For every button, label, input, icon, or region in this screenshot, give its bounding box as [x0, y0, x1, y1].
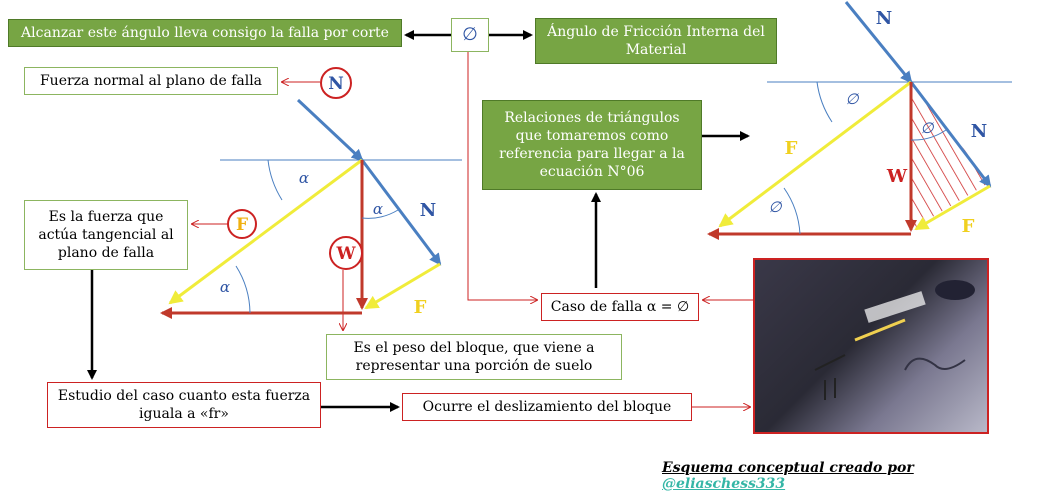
credit-handle[interactable]: @eliaschess333 — [662, 476, 786, 492]
box-phi-symbol: ∅ — [451, 18, 489, 52]
right-phi-arc-top — [816, 81, 833, 123]
left-alpha-arc-top — [267, 159, 283, 201]
right-f-component — [914, 184, 991, 231]
box-shear-failure: Alcanzar este ángulo lleva consigo la fa… — [8, 19, 402, 47]
left-alpha-top: α — [299, 169, 309, 187]
left-f-component — [364, 262, 441, 310]
left-n-component — [360, 159, 442, 266]
right-f-label: F — [785, 138, 798, 159]
box-failure-case: Caso de falla α = ∅ — [541, 293, 699, 321]
right-hatched-triangle — [911, 82, 990, 230]
whiteboard-photo — [753, 258, 989, 434]
left-f-circle — [227, 209, 257, 239]
box-normal-force: Fuerza normal al plano de falla — [24, 67, 278, 95]
left-alpha-right: α — [373, 200, 383, 218]
right-n-label: N — [971, 121, 987, 142]
left-alpha-arc-bottom — [235, 265, 251, 314]
left-n-circle-label: N — [328, 74, 344, 94]
right-f-vector — [718, 80, 912, 228]
right-n-top-label: N — [876, 8, 892, 29]
link-phi-to-failure — [467, 52, 537, 300]
right-phi-arc-bottom — [783, 187, 801, 235]
box-block-sliding: Ocurre el deslizamiento del bloque — [402, 393, 692, 421]
box-study-case: Estudio del caso cuanto esta fuerza igua… — [47, 382, 321, 428]
right-n-vector — [844, 1, 913, 84]
left-n-vector — [296, 98, 364, 162]
left-f-vector — [168, 158, 363, 305]
photo-sketch — [814, 280, 975, 400]
right-phi-right: ∅ — [920, 119, 934, 137]
right-w-label: W — [886, 166, 908, 187]
left-f-label: F — [414, 297, 427, 318]
box-tangential-force: Es la fuerza que actúa tangencial al pla… — [24, 200, 188, 270]
box-block-weight: Es el peso del bloque, que viene a repre… — [326, 334, 622, 380]
left-f-circle-label: F — [236, 215, 248, 235]
author-credit: Esquema conceptual creado por @eliasches… — [662, 460, 1038, 492]
right-phi-top: ∅ — [845, 90, 859, 108]
box-internal-friction: Ángulo de Fricción Interna del Material — [535, 18, 777, 64]
left-n-circle — [320, 67, 352, 99]
credit-prefix: Esquema conceptual creado por — [662, 460, 914, 476]
left-w-circle-label: W — [335, 244, 356, 264]
right-n-component — [909, 81, 992, 188]
right-phi-bottom: ∅ — [768, 198, 782, 216]
box-triangle-relations: Relaciones de triángulos que tomaremos c… — [482, 100, 702, 190]
right-phi-arc-right — [910, 129, 947, 141]
left-alpha-bottom: α — [220, 278, 230, 296]
left-w-circle — [329, 236, 363, 270]
right-f-bottom-label: F — [962, 216, 975, 237]
left-alpha-arc-right — [361, 209, 399, 219]
left-n-label: N — [420, 200, 436, 221]
